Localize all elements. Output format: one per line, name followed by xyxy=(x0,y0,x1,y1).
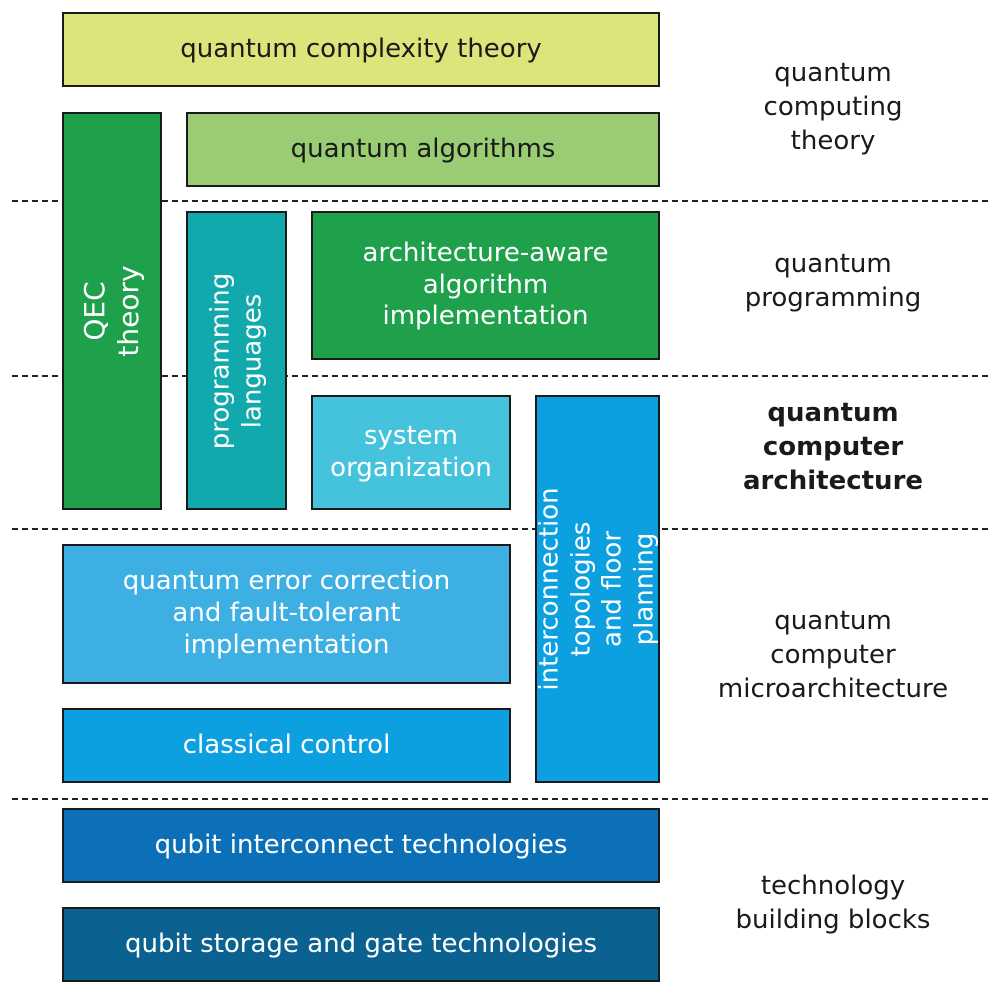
layer-separator-microarchitecture-technology xyxy=(12,798,988,800)
layer-label-theory: quantum computing theory xyxy=(763,58,903,156)
box-classical-control: classical control xyxy=(62,708,511,783)
box-label: qubit interconnect technologies xyxy=(154,829,568,860)
layer-separator-theory-programming xyxy=(12,200,988,202)
box-label: quantum complexity theory xyxy=(180,33,542,64)
box-label: programming languages xyxy=(204,272,267,449)
box-label: classical control xyxy=(182,729,391,760)
box-label: QEC theory xyxy=(77,265,145,357)
box-label: qubit storage and gate technologies xyxy=(124,928,598,959)
layer-label-programming: quantum programming xyxy=(744,249,922,313)
box-label: architecture-aware algorithm implementat… xyxy=(362,237,609,332)
box-label: interconnection topologies and floor pla… xyxy=(534,487,660,691)
box-system-organization: system organization xyxy=(311,395,511,510)
layer-separator-programming-architecture xyxy=(12,375,988,377)
box-quantum-algorithms: quantum algorithms xyxy=(186,112,660,187)
layer-label-technology: technology building blocks xyxy=(735,871,931,935)
layer-label-architecture: quantum computer architecture xyxy=(742,398,924,496)
box-interconnection-topologies: interconnection topologies and floor pla… xyxy=(534,395,660,783)
box-qec-fault-tolerant-implementation: quantum error correction and fault-toler… xyxy=(62,544,511,684)
box-qubit-storage-gate-technologies: qubit storage and gate technologies xyxy=(62,907,660,982)
box-qubit-interconnect-technologies: qubit interconnect technologies xyxy=(62,808,660,883)
box-quantum-complexity-theory: quantum complexity theory xyxy=(62,12,660,87)
box-label: system organization xyxy=(330,420,492,483)
layer-label-microarchitecture: quantum computer microarchitecture xyxy=(717,606,949,704)
layer-separator-architecture-microarchitecture xyxy=(12,528,988,530)
box-qec-theory: QEC theory xyxy=(62,112,162,510)
box-label: quantum error correction and fault-toler… xyxy=(122,566,451,660)
box-label: quantum algorithms xyxy=(290,133,556,164)
box-architecture-aware-algorithm-implementation: architecture-aware algorithm implementat… xyxy=(311,211,660,360)
box-programming-languages: programming languages xyxy=(186,211,287,510)
